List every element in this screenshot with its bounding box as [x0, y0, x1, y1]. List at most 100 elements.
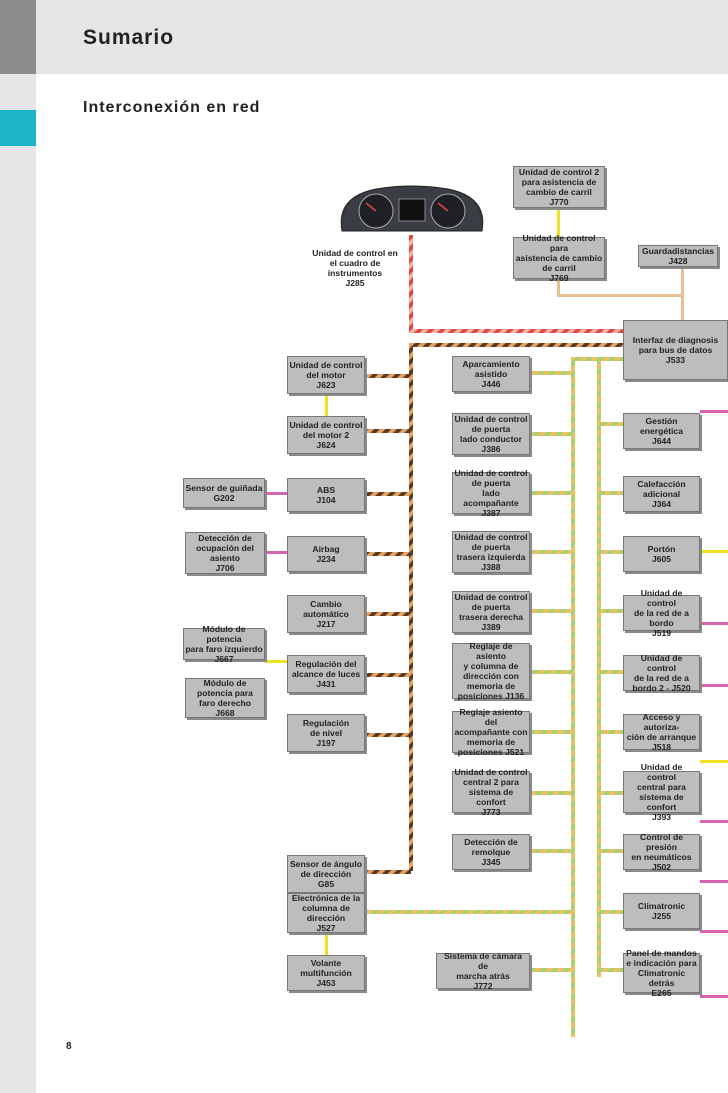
can-drive-j234: [365, 552, 411, 556]
section-title: Interconexión en red: [83, 99, 261, 116]
can-comfort-j136: [530, 670, 575, 674]
module-j453[interactable]: Volante multifunción J453: [287, 955, 365, 991]
lin-j255-out: [700, 930, 728, 933]
can-comfort-j644: [597, 422, 623, 426]
module-j769[interactable]: Unidad de control para asistencia de cam…: [513, 233, 605, 283]
module-j364[interactable]: Calefacción adicional J364: [623, 476, 700, 512]
lin-j605-out: [700, 550, 728, 553]
module-j605[interactable]: Portón J605: [623, 536, 700, 572]
module-j388[interactable]: Unidad de control de puerta trasera izqu…: [452, 531, 530, 573]
module-j234[interactable]: Airbag J234: [287, 536, 365, 572]
header-corner-block: [0, 0, 36, 74]
lin-j644-out: [700, 410, 728, 413]
module-j386[interactable]: Unidad de control de puerta lado conduct…: [452, 413, 530, 455]
cluster-label: Unidad de control en el cuadro de instru…: [312, 248, 398, 288]
can-comfort-j393: [597, 791, 623, 795]
module-j624[interactable]: Unidad de control del motor 2 J624: [287, 416, 365, 454]
page-title: Sumario: [83, 26, 175, 49]
lin-e265-out: [700, 995, 728, 998]
module-j446[interactable]: Aparcamiento asistido J446: [452, 356, 530, 392]
module-j518[interactable]: Acceso y autoriza- ción de arranque J518: [623, 712, 700, 752]
can-comfort-j773: [530, 791, 575, 795]
lin-j431-j667: [265, 660, 291, 663]
accent-square: [0, 110, 36, 146]
can-drive-j624: [365, 429, 411, 433]
can-comfort-j772: [530, 968, 575, 972]
module-j431[interactable]: Regulación del alcance de luces J431: [287, 655, 365, 693]
can-comfort-j527: [365, 910, 575, 914]
lin-j453: [325, 932, 328, 956]
module-j644[interactable]: Gestión energética J644: [623, 413, 700, 449]
lin-j623-j624: [325, 393, 328, 417]
module-j623[interactable]: Unidad de control del motor J623: [287, 356, 365, 394]
page-number: 8: [66, 1041, 72, 1052]
lin-j520-out: [700, 684, 728, 687]
can-link-cluster: [409, 235, 413, 333]
module-j217[interactable]: Cambio automático J217: [287, 595, 365, 633]
can-comfort-j502: [597, 849, 623, 853]
lin-g202: [265, 492, 291, 495]
link-j428: [681, 266, 684, 320]
left-margin-strip: [0, 0, 36, 1093]
can-drive-j217: [365, 612, 411, 616]
lin-j706: [265, 551, 291, 554]
module-e265[interactable]: Panel de mandos e indicación para Climat…: [623, 948, 700, 998]
link-j769: [557, 278, 560, 296]
module-j393[interactable]: Unidad de control central para sistema d…: [623, 762, 700, 822]
can-comfort-j389: [530, 609, 575, 613]
module-j706[interactable]: Detección de ocupación del asiento J706: [185, 532, 265, 574]
module-j502[interactable]: Control de presión en neumáticos J502: [623, 832, 700, 872]
can-drive-j431: [365, 673, 411, 677]
can-drive-g85: [365, 870, 411, 874]
module-j773[interactable]: Unidad de control central 2 para sistema…: [452, 767, 530, 817]
can-comfort-j519: [597, 609, 623, 613]
instrument-cluster-icon: [340, 185, 484, 232]
can-comfort-e265: [597, 968, 623, 972]
header-bar: [36, 0, 728, 74]
module-j428[interactable]: Guardadistancias J428: [638, 245, 718, 267]
can-comfort-j520: [597, 670, 623, 674]
module-g202[interactable]: Sensor de guiñada G202: [183, 478, 265, 508]
can-comfort-j255: [597, 910, 623, 914]
module-j772[interactable]: Sistema de cámara de marcha atrás J772: [436, 951, 530, 991]
module-j520[interactable]: Unidad de control de la red de a bordo 2…: [623, 653, 700, 693]
can-drive-j104: [365, 492, 411, 496]
module-j667[interactable]: Módulo de potencia para faro izquierdo J…: [183, 624, 265, 664]
module-j136[interactable]: Reglaje de asiento y columna de direcció…: [452, 641, 530, 701]
can-comfort-j387: [530, 491, 575, 495]
can-comfort-j345: [530, 849, 575, 853]
can-comfort-right-trunk: [597, 357, 601, 977]
can-comfort-j521: [530, 730, 575, 734]
lin-j518-out: [700, 760, 728, 763]
lin-j502-out: [700, 880, 728, 883]
module-j527[interactable]: Electrónica de la columna de dirección J…: [287, 893, 365, 933]
module-j104[interactable]: ABS J104: [287, 478, 365, 512]
lin-j519-out: [700, 622, 728, 625]
link-j769-h: [557, 294, 684, 297]
can-comfort-left-trunk: [571, 357, 575, 1037]
module-j255[interactable]: Climatronic J255: [623, 893, 700, 929]
module-j770[interactable]: Unidad de control 2 para asistencia de c…: [513, 166, 605, 208]
can-drive-j623: [365, 374, 411, 378]
link-j770: [557, 207, 560, 237]
module-g85[interactable]: Sensor de ángulo de dirección G85: [287, 855, 365, 893]
can-link-cluster-h: [409, 329, 623, 333]
module-j533[interactable]: Interfaz de diagnosis para bus de datos …: [623, 320, 728, 380]
module-j345[interactable]: Detección de remolque J345: [452, 834, 530, 870]
can-comfort-j518: [597, 730, 623, 734]
module-j521[interactable]: Reglaje asiento del acompañante con memo…: [452, 707, 530, 757]
can-drive-trunk: [409, 343, 413, 871]
can-comfort-j364: [597, 491, 623, 495]
can-comfort-j446: [530, 371, 575, 375]
module-j389[interactable]: Unidad de control de puerta trasera dere…: [452, 591, 530, 633]
can-comfort-j605: [597, 550, 623, 554]
module-j197[interactable]: Regulación de nivel J197: [287, 714, 365, 752]
module-j519[interactable]: Unidad de control de la red de a bordo J…: [623, 588, 700, 638]
can-comfort-j386: [530, 432, 575, 436]
can-drive-j197: [365, 733, 411, 737]
can-comfort-j388: [530, 550, 575, 554]
lin-j393-out: [700, 820, 728, 823]
module-j387[interactable]: Unidad de control de puerta lado acompañ…: [452, 468, 530, 518]
module-j668[interactable]: Módulo de potencia para faro derecho J66…: [185, 678, 265, 718]
